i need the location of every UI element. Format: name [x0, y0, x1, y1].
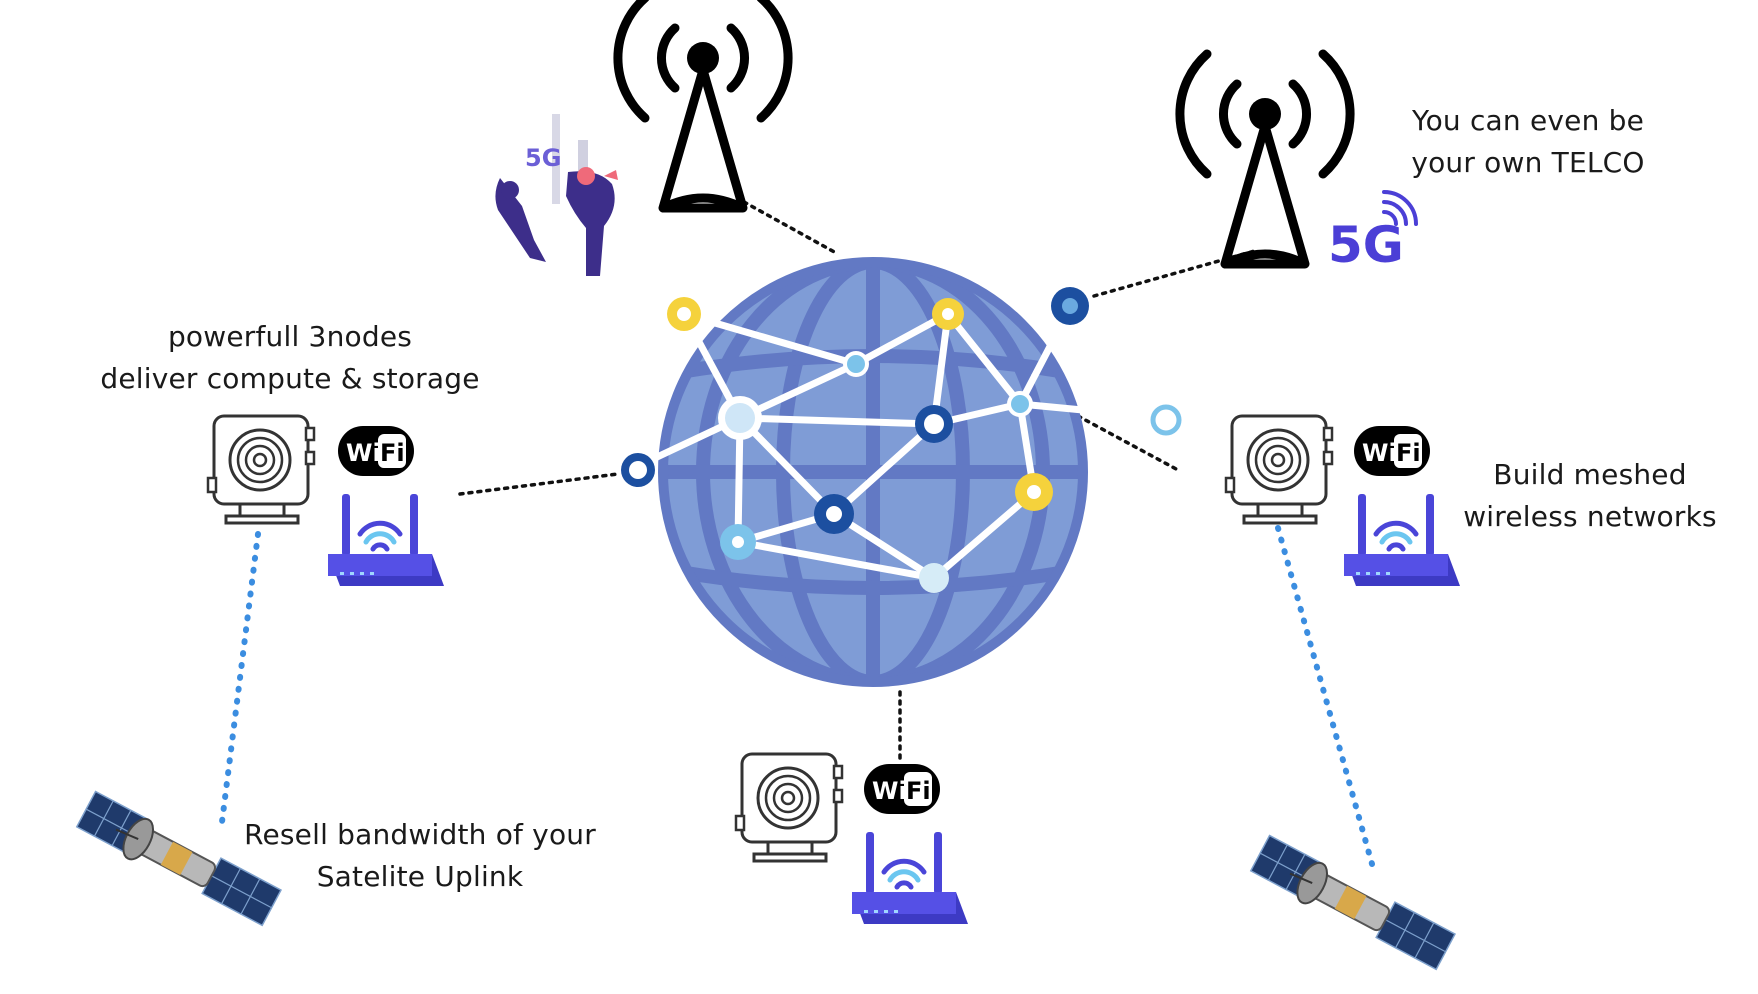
wifi-badge: Wi Fi — [338, 426, 414, 476]
link-top-tower — [742, 200, 840, 256]
svg-text:5G: 5G — [525, 144, 561, 172]
wifi-badge: Wi Fi — [1354, 426, 1430, 476]
svg-text:Wi: Wi — [872, 777, 907, 805]
link-left-node — [458, 472, 620, 496]
label-meshed: Build meshed wireless networks — [1463, 458, 1717, 533]
3node-server-icon — [734, 752, 844, 863]
svg-text:Fi: Fi — [380, 439, 405, 467]
link-mesh-node — [1076, 414, 1180, 472]
link-5g-tower — [1092, 248, 1260, 298]
radio-tower-icon — [618, 0, 788, 208]
dotted-links — [458, 200, 1260, 762]
wifi-router-icon — [328, 494, 444, 586]
link-right-satellite — [1275, 525, 1375, 867]
label-3nodes: powerfull 3nodes deliver compute & stora… — [100, 320, 480, 395]
link-left-satellite — [219, 531, 261, 825]
node-light — [1150, 404, 1182, 436]
node-light — [919, 563, 949, 593]
radio-tower-icon — [1180, 54, 1350, 264]
svg-text:Fi: Fi — [1396, 439, 1421, 467]
wifi-router-icon — [852, 832, 968, 924]
svg-text:5G: 5G — [1328, 216, 1404, 274]
label-satellite: Resell bandwidth of your Satelite Uplink — [244, 818, 596, 893]
satellite-links — [219, 525, 1375, 867]
satellite-icon — [1247, 834, 1456, 974]
wifi-badge: Wi Fi — [864, 764, 940, 814]
3node-server-icon — [206, 414, 316, 525]
3node-server-icon — [1224, 414, 1334, 525]
5g-tower-workers-illustration: 5G — [495, 114, 618, 276]
network-nodes — [621, 287, 1182, 593]
svg-text:Wi: Wi — [346, 439, 381, 467]
5g-badge: 5G — [1328, 190, 1418, 274]
svg-text:Fi: Fi — [906, 777, 931, 805]
svg-text:Wi: Wi — [1362, 439, 1397, 467]
label-telco: You can even be your own TELCO — [1411, 104, 1645, 179]
